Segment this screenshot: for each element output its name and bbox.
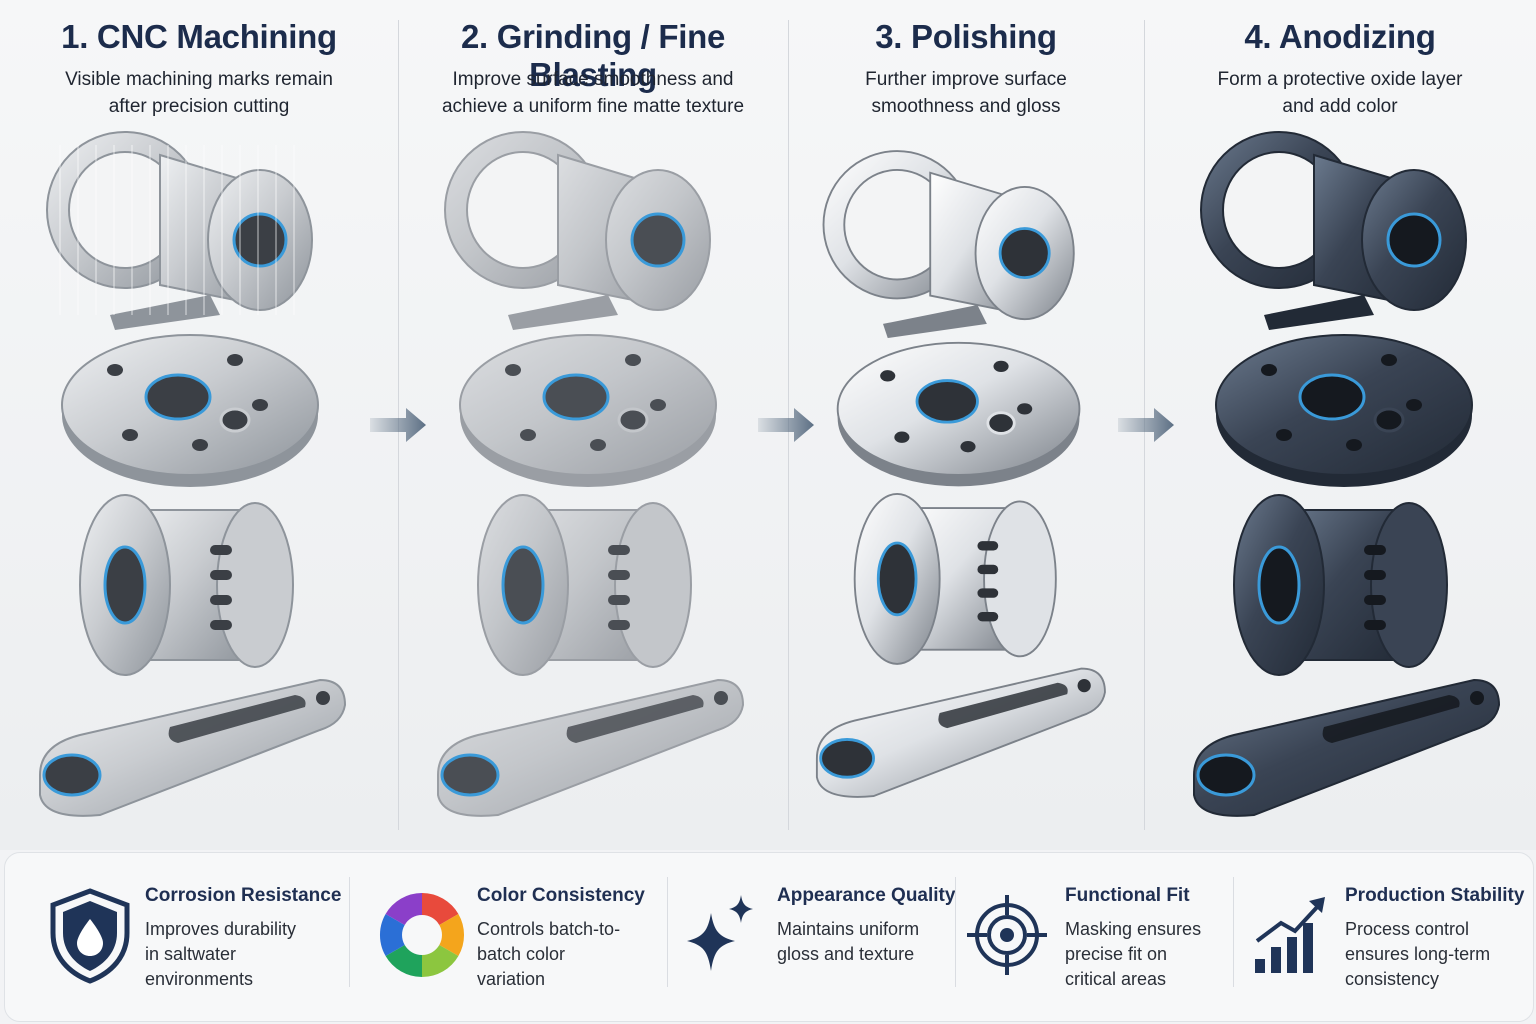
- housing-part: [46, 131, 313, 330]
- arrow-right-icon: [758, 408, 814, 442]
- feature-description: Process control ensures long-term consis…: [1345, 919, 1491, 989]
- spool-hub-part: [853, 492, 1057, 665]
- feature-title: Production Stability: [1345, 885, 1525, 906]
- feature-divider: [349, 877, 350, 987]
- flange-disk-part: [836, 341, 1081, 487]
- parts-illustration: [1193, 131, 1501, 817]
- step-polishing: 3. Polishing Further improve surface smo…: [788, 0, 1144, 840]
- step-title: 2. Grinding / Fine Blasting: [460, 18, 726, 93]
- step-description: Further improve surface smoothness and g…: [865, 69, 1067, 117]
- step-title: 4. Anodizing: [1244, 18, 1436, 55]
- parts-illustration: [437, 131, 745, 817]
- step-description: Form a protective oxide layer and add co…: [1217, 69, 1463, 117]
- machining-marks: [59, 145, 295, 315]
- flange-disk-part: [61, 334, 319, 487]
- parts-illustration: [39, 131, 347, 817]
- feature-appearance-quality: Appearance Quality Maintains uniform glo…: [677, 883, 957, 1013]
- growth-chart-icon: [1255, 897, 1325, 973]
- step-description: Visible machining marks remain after pre…: [65, 69, 333, 117]
- step-anodizing: 4. Anodizing Form a protective oxide lay…: [1144, 0, 1536, 840]
- flange-disk-part: [1215, 334, 1473, 487]
- feature-description: Maintains uniform gloss and texture: [777, 919, 920, 964]
- step-description: Improve surface smoothness and achieve a…: [441, 69, 745, 117]
- housing-part: [1200, 131, 1467, 330]
- arrow-right-icon: [370, 408, 426, 442]
- feature-description: Improves durability in saltwater environ…: [145, 919, 297, 989]
- benefits-bar: Corrosion Resistance Improves durability…: [4, 852, 1534, 1022]
- step-cnc-machining: 1. CNC Machining Visible machining marks…: [0, 0, 398, 840]
- color-wheel-icon: [379, 893, 465, 977]
- flange-disk-part: [459, 334, 717, 487]
- feature-color-consistency: Color Consistency Controls batch-to- bat…: [377, 883, 667, 1013]
- feature-title: Functional Fit: [1065, 885, 1190, 906]
- housing-part: [444, 131, 711, 330]
- link-arm-part: [39, 678, 347, 817]
- feature-title: Appearance Quality: [777, 885, 956, 906]
- sparkle-icon: [687, 895, 753, 971]
- step-grinding: 2. Grinding / Fine Blasting Improve surf…: [398, 0, 788, 840]
- feature-description: Masking ensures precise fit on critical …: [1065, 919, 1202, 989]
- feature-title: Corrosion Resistance: [145, 885, 342, 906]
- feature-corrosion-resistance: Corrosion Resistance Improves durability…: [45, 883, 345, 1013]
- spool-hub-part: [79, 494, 294, 676]
- link-arm-part: [815, 667, 1106, 798]
- process-stage: 1. CNC Machining Visible machining marks…: [0, 0, 1536, 850]
- feature-production-stability: Production Stability Process control ens…: [1245, 883, 1525, 1013]
- feature-title: Color Consistency: [477, 885, 645, 906]
- step-title: 3. Polishing: [875, 18, 1057, 55]
- step-title: 1. CNC Machining: [61, 18, 337, 55]
- feature-divider: [667, 877, 668, 987]
- housing-part: [822, 150, 1075, 339]
- parts-illustration: [815, 150, 1106, 798]
- spool-hub-part: [1233, 494, 1448, 676]
- arrow-right-icon: [1118, 408, 1174, 442]
- feature-divider: [955, 877, 956, 987]
- feature-functional-fit: Functional Fit Masking ensures precise f…: [965, 883, 1235, 1013]
- target-icon: [967, 895, 1047, 975]
- feature-description: Controls batch-to- batch color variation: [477, 919, 621, 989]
- spool-hub-part: [477, 494, 692, 676]
- shield-drop-icon: [50, 888, 130, 984]
- link-arm-part: [437, 678, 745, 817]
- link-arm-part: [1193, 678, 1501, 817]
- feature-divider: [1233, 877, 1234, 987]
